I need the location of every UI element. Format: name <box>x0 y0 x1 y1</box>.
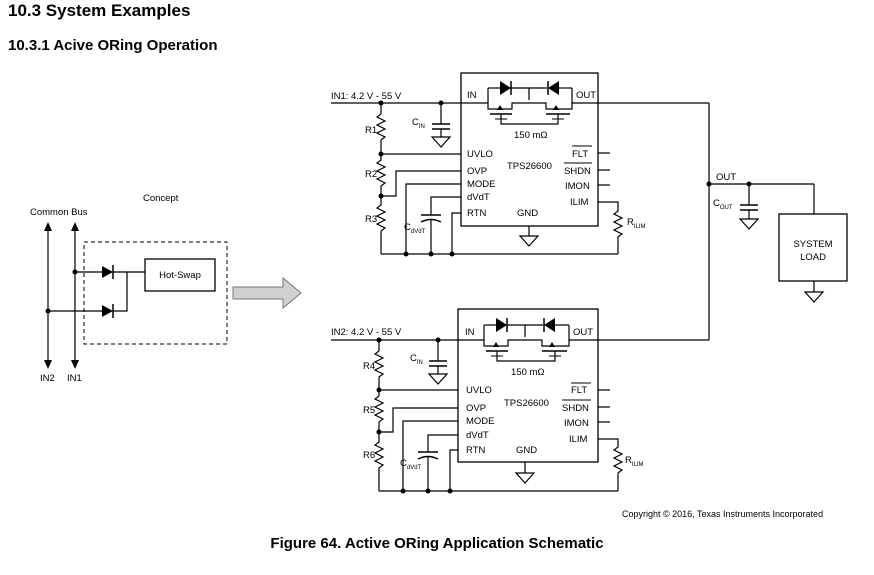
pin-out-1: OUT <box>576 90 596 101</box>
r3-label: R3 <box>365 214 377 225</box>
concept-diagram: Concept Common Bus IN2 IN1 Hot-Swap <box>30 193 228 384</box>
r2-label: R2 <box>365 169 377 180</box>
internal-fets-2 <box>458 318 598 362</box>
pin-gnd-2: GND <box>516 445 537 456</box>
copyright-text: Copyright © 2016, Texas Instruments Inco… <box>622 509 824 519</box>
load-label-line2: LOAD <box>800 252 826 263</box>
pin-imon-2: IMON <box>564 418 589 429</box>
pin-shdn-2: SHDN <box>562 403 589 414</box>
internal-fets-1 <box>461 81 598 125</box>
rilim-label-2: RILIM <box>625 455 644 468</box>
pin-flt-1: FLT <box>572 149 588 160</box>
pin-flt-2: FLT <box>571 385 587 396</box>
bus-arrow-up-in2 <box>44 222 52 231</box>
r4-resistor <box>373 350 458 391</box>
cin-label-2: CIN <box>410 353 423 366</box>
concept-diode-1-icon <box>102 266 113 278</box>
output-section: OUT COUT SYSTEM LOAD <box>598 102 848 341</box>
r3-resistor <box>375 196 387 254</box>
channel1-input-label: IN1: 4.2 V - 55 V <box>331 91 402 102</box>
pin-imon-1: IMON <box>565 181 590 192</box>
channel2-resistance: 150 mΩ <box>511 367 545 378</box>
load-label-line1: SYSTEM <box>793 239 832 250</box>
pin-ilim-2: ILIM <box>569 434 588 445</box>
r4-label: R4 <box>363 361 375 372</box>
concept-label: Concept <box>143 193 179 204</box>
out-label: OUT <box>716 172 736 183</box>
pin-ovp-2: OVP <box>466 403 486 414</box>
load-ground-icon <box>804 291 824 303</box>
in1-bus-label: IN1 <box>67 373 82 384</box>
pin-ovp-1: OVP <box>467 166 487 177</box>
hot-swap-box <box>144 258 216 292</box>
channel-1: IN1: 4.2 V - 55 V 150 <box>331 72 646 257</box>
r1-label: R1 <box>365 125 377 136</box>
r5-label: R5 <box>363 405 375 416</box>
pin-rtn-1: RTN <box>467 208 486 219</box>
bus-arrow-up-in1 <box>71 222 79 231</box>
common-bus-label: Common Bus <box>30 207 88 218</box>
r5-resistor <box>373 390 385 432</box>
r6-resistor <box>373 432 385 491</box>
pin-uvlo-1: UVLO <box>467 149 493 160</box>
pin-rtn-2: RTN <box>466 445 485 456</box>
pin-out-2: OUT <box>573 327 593 338</box>
r2-resistor <box>375 154 387 196</box>
cin-ground-icon-1 <box>431 136 451 148</box>
channel2-input-label: IN2: 4.2 V - 55 V <box>331 327 402 338</box>
section-title: 10.3 System Examples <box>8 1 191 20</box>
cdvdt-label-2: CdVdT <box>400 458 422 471</box>
bus-arrow-down-in2 <box>44 360 52 369</box>
ground-icon-1 <box>519 235 539 247</box>
rilim-resistor-2 <box>598 438 624 491</box>
channel1-resistance: 150 mΩ <box>514 130 548 141</box>
ground-icon-2 <box>515 472 535 484</box>
tps26600-chip-2 <box>457 308 599 463</box>
r1-resistor <box>375 113 461 155</box>
pin-dvdt-2: dVdT <box>466 430 489 441</box>
figure-caption: Figure 64. Active ORing Application Sche… <box>270 535 604 552</box>
pin-shdn-1: SHDN <box>564 166 591 177</box>
channel-2: IN2: 4.2 V - 55 V 150 mΩ IN <box>331 308 644 494</box>
cout-label: COUT <box>713 198 733 211</box>
cdvdt-label-1: CdVdT <box>404 222 426 235</box>
pin-mode-2: MODE <box>466 416 495 427</box>
rilim-label-1: RILIM <box>627 217 646 230</box>
pin-gnd-1: GND <box>517 208 538 219</box>
pin-in-1: IN <box>467 90 477 101</box>
pin-dvdt-1: dVdT <box>467 192 490 203</box>
cin-ground-icon-2 <box>428 373 448 385</box>
pin-ilim-1: ILIM <box>570 197 589 208</box>
pin-mode-1: MODE <box>467 179 496 190</box>
flow-arrow-icon <box>232 276 302 310</box>
in2-bus-label: IN2 <box>40 373 55 384</box>
system-load-box <box>778 213 848 282</box>
hot-swap-label: Hot-Swap <box>159 270 201 281</box>
bus-arrow-down-in1 <box>71 360 79 369</box>
subsection-title: 10.3.1 Acive ORing Operation <box>8 37 218 54</box>
concept-dashed-box <box>83 241 228 345</box>
chip-name-2: TPS26600 <box>504 398 549 409</box>
chip-name-1: TPS26600 <box>507 161 552 172</box>
pin-uvlo-2: UVLO <box>466 385 492 396</box>
pin-in-2: IN <box>465 327 475 338</box>
cout-ground-icon <box>739 218 759 230</box>
cin-label-1: CIN <box>412 117 425 130</box>
r6-label: R6 <box>363 450 375 461</box>
rilim-resistor-1 <box>598 201 624 254</box>
concept-diode-2-icon <box>102 305 113 317</box>
